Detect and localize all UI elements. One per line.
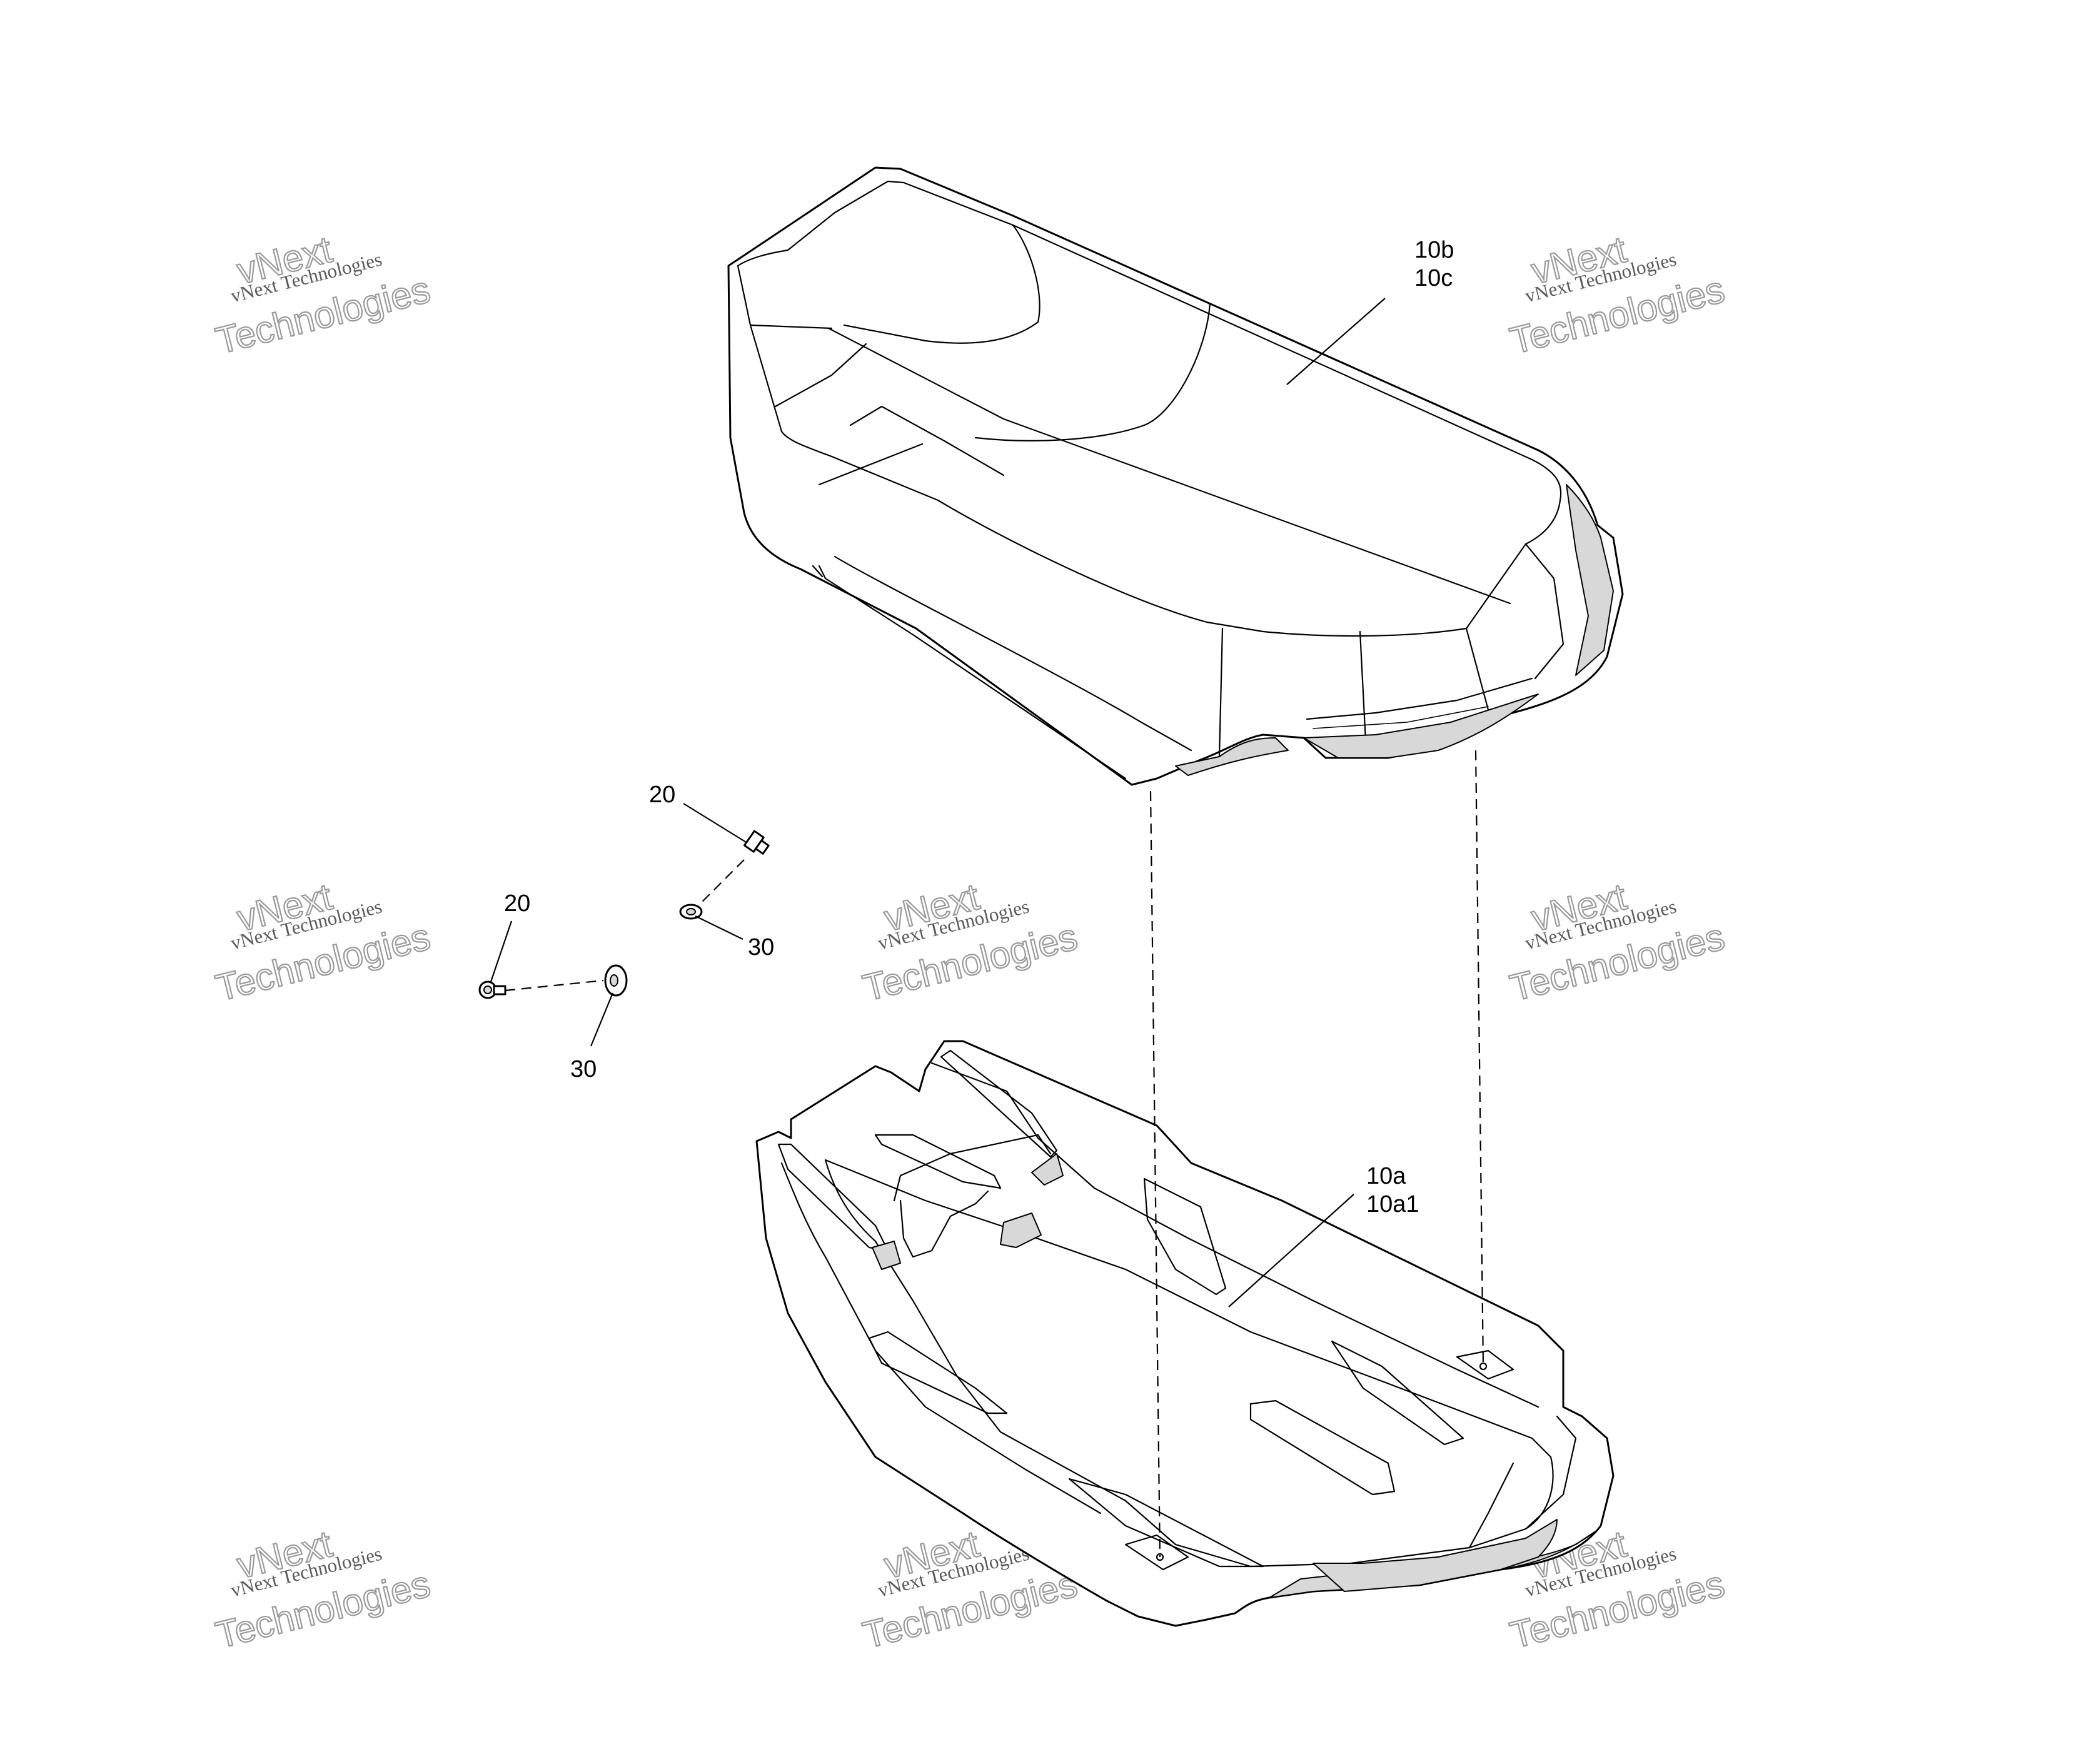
seat-base-inner-tub bbox=[824, 1159, 1554, 1568]
seat-cover-nose-shade bbox=[1566, 484, 1614, 676]
screw-upper bbox=[743, 830, 770, 855]
seat-base bbox=[755, 1040, 1615, 1627]
seat-base-mount-hole bbox=[1156, 1553, 1164, 1561]
callout-seat-cover-a: 10b bbox=[1414, 237, 1454, 263]
seat-base-front-edge bbox=[1468, 1415, 1577, 1549]
seat-base-tab bbox=[872, 1241, 901, 1270]
seat-cover-center-line bbox=[827, 327, 1511, 605]
assembly-line bbox=[1149, 790, 1161, 1558]
assembly-lines bbox=[505, 750, 1484, 1558]
callout-screw-upper: 20 bbox=[649, 782, 675, 808]
watermark: vNext vNext Technologies Technologies bbox=[211, 228, 435, 363]
watermark: vNext vNext Technologies Technologies bbox=[1505, 875, 1729, 1010]
seat-base-mount-pad bbox=[1124, 1534, 1189, 1571]
callout-seat-base-b: 10a1 bbox=[1366, 1191, 1419, 1217]
seat-cover-top-seam bbox=[737, 180, 1562, 637]
assembly-line bbox=[697, 859, 745, 907]
callout-washer-upper: 30 bbox=[748, 934, 774, 960]
watermark: vNext vNext Technologies Technologies bbox=[1505, 228, 1729, 363]
seat-cover-panel-line bbox=[749, 324, 1005, 486]
seat-cover-rear-arc bbox=[843, 224, 1040, 344]
seat-base-tab bbox=[1031, 1153, 1064, 1186]
watermark: vNext vNext Technologies Technologies bbox=[211, 1522, 435, 1657]
seat-cover-outline bbox=[727, 166, 1624, 786]
callout-screw-lower: 20 bbox=[504, 890, 530, 917]
washer-lower bbox=[604, 964, 628, 997]
leader-line bbox=[1228, 1194, 1354, 1308]
screw-recess bbox=[483, 985, 492, 994]
seat-cover bbox=[727, 166, 1624, 786]
seat-base-slot bbox=[868, 1331, 1008, 1414]
seat-cover-mid-arc bbox=[974, 302, 1211, 441]
washer-inner bbox=[686, 908, 696, 915]
screw-lower bbox=[478, 980, 506, 999]
callout-seat-cover-b: 10c bbox=[1414, 265, 1453, 291]
leader-line bbox=[490, 920, 513, 982]
washer-inner bbox=[610, 974, 618, 987]
leader-line bbox=[1286, 298, 1386, 385]
assembly-line bbox=[505, 979, 604, 992]
screw-shank bbox=[755, 839, 770, 855]
washer-upper bbox=[679, 904, 703, 920]
screw-shank bbox=[493, 985, 506, 995]
seat-base-rail bbox=[930, 1062, 1539, 1408]
seat-base-slot bbox=[874, 1134, 1002, 1189]
leader-line bbox=[695, 915, 743, 940]
seat-base-slot bbox=[940, 1049, 1058, 1158]
leaders bbox=[490, 298, 1386, 1308]
seat-cover-panel-line bbox=[834, 555, 1192, 752]
seat-base-slot bbox=[1068, 1478, 1264, 1568]
leader-line bbox=[683, 803, 748, 844]
callout-washer-lower: 30 bbox=[570, 1056, 597, 1082]
seat-base-tab bbox=[1000, 1212, 1042, 1248]
seat-cover-underside-edge bbox=[812, 565, 1127, 780]
seat-cover-front-shade bbox=[1303, 693, 1539, 759]
callout-seat-base-a: 10a bbox=[1366, 1163, 1406, 1189]
seat-cover-ridge bbox=[1313, 706, 1489, 729]
seat-base-mount-pad bbox=[1456, 1349, 1514, 1380]
seat-base-bracket bbox=[893, 1134, 1052, 1258]
leader-line bbox=[590, 992, 614, 1047]
watermark: vNext vNext Technologies Technologies bbox=[211, 875, 435, 1010]
seat-base-slot bbox=[1143, 1177, 1227, 1296]
seat-base-slot bbox=[1249, 1399, 1396, 1496]
watermark: vNext vNext Technologies Technologies bbox=[858, 875, 1082, 1010]
seat-base-front-shade bbox=[1313, 1519, 1558, 1592]
seat-base-rail bbox=[780, 1162, 1102, 1515]
seat-base-mount-hole bbox=[1479, 1362, 1488, 1371]
seat-cover-panel-line bbox=[1218, 627, 1489, 758]
seat-cover-ridge bbox=[1306, 543, 1565, 720]
callouts: 10b 10c 10a 10a1 20 30 20 30 bbox=[504, 237, 1454, 1217]
assembly-line bbox=[1474, 750, 1484, 1367]
seat-cover-front-shade bbox=[1175, 737, 1289, 776]
seat-base-slot bbox=[1331, 1340, 1464, 1446]
